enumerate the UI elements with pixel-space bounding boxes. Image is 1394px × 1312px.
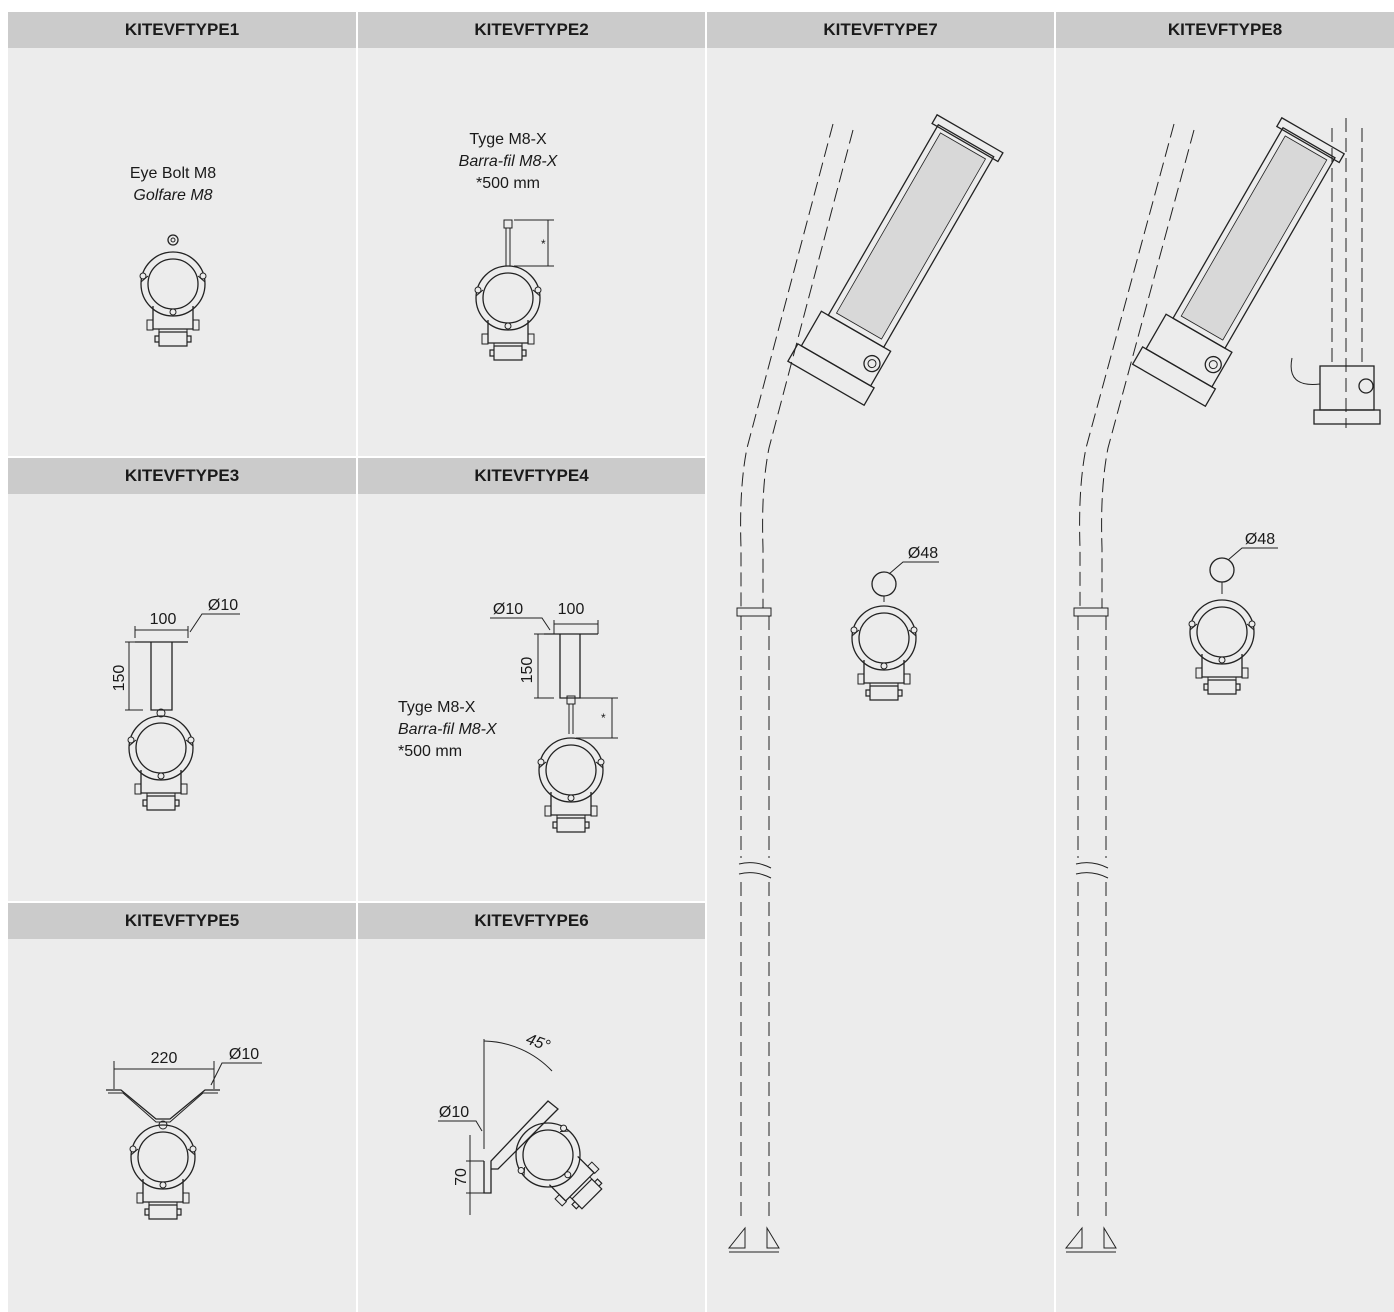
diagram-ceiling-bracket: 100 Ø10 150 <box>111 597 240 811</box>
dim-diameter: Ø48 <box>1245 531 1275 548</box>
luminaire-icon <box>850 605 918 701</box>
luminaire-icon <box>127 715 195 811</box>
panel-kitevftype1: KITEVFTYPE1 Eye Bolt M8 Golfare M8 <box>8 12 356 456</box>
dim-height: 150 <box>519 657 536 684</box>
dim-diameter: Ø10 <box>493 601 523 618</box>
panel-kitevftype6: KITEVFTYPE6 45° Ø10 70 <box>358 903 705 1312</box>
panel-title: KITEVFTYPE6 <box>358 903 705 939</box>
panel-title: KITEVFTYPE8 <box>1056 12 1394 48</box>
dim-height: 150 <box>111 665 128 692</box>
panel-kitevftype3: KITEVFTYPE3 100 Ø10 150 <box>8 458 356 901</box>
diagram-angled-bracket: 45° Ø10 70 <box>438 1031 616 1223</box>
label-barra-fil: Barra-fil M8-X <box>398 721 498 738</box>
panel-title: KITEVFTYPE4 <box>358 458 705 494</box>
panel-title: KITEVFTYPE1 <box>8 12 356 48</box>
dim-diameter: Ø10 <box>439 1104 469 1121</box>
panel-title: KITEVFTYPE7 <box>707 12 1054 48</box>
dim-width: 220 <box>151 1050 178 1067</box>
luminaire-icon <box>1188 599 1256 695</box>
diagram-threaded-rod: Tyge M8-X Barra-fil M8-X *500 mm * <box>459 131 559 361</box>
label-barra-fil: Barra-fil M8-X <box>459 153 559 170</box>
label-tyge: Tyge M8-X <box>398 699 476 716</box>
diagram-pole-mount-double: Ø48 <box>1064 116 1381 1253</box>
luminaire-icon <box>474 265 542 361</box>
label-golfare: Golfare M8 <box>133 187 212 204</box>
label-length: *500 mm <box>476 175 540 192</box>
panel-title: KITEVFTYPE5 <box>8 903 356 939</box>
diagram-eye-bolt: Eye Bolt M8 Golfare M8 <box>130 165 216 347</box>
dim-width: 100 <box>558 601 585 618</box>
panel-kitevftype7: KITEVFTYPE7 Ø48 <box>707 12 1054 1312</box>
panel-title: KITEVFTYPE2 <box>358 12 705 48</box>
panel-title: KITEVFTYPE3 <box>8 458 356 494</box>
luminaire-icon <box>139 251 207 347</box>
dim-angle: 45° <box>524 1031 553 1055</box>
dim-height: 70 <box>453 1168 470 1186</box>
dim-diameter: Ø10 <box>229 1046 259 1063</box>
dim-diameter: Ø48 <box>908 545 938 562</box>
label-eye-bolt: Eye Bolt M8 <box>130 165 216 182</box>
luminaire-icon <box>501 1108 616 1223</box>
dim-width: 100 <box>150 611 177 628</box>
panel-kitevftype2: KITEVFTYPE2 Tyge M8-X Barra-fil M8-X *50… <box>358 12 705 456</box>
diagram-v-bracket: 220 Ø10 <box>106 1046 262 1220</box>
dim-star: * <box>541 237 546 251</box>
panel-kitevftype8: KITEVFTYPE8 Ø48 <box>1056 12 1394 1312</box>
label-tyge: Tyge M8-X <box>469 131 547 148</box>
label-length: *500 mm <box>398 743 462 760</box>
luminaire-icon <box>537 737 605 833</box>
panel-kitevftype5: KITEVFTYPE5 220 Ø10 <box>8 903 356 1312</box>
diagram-pole-mount: Ø48 <box>727 113 1004 1253</box>
diagram-ceiling-bracket-rod: 100 Ø10 150 * Tyge M8-X Barra-fil M8-X *… <box>398 601 618 833</box>
panel-kitevftype4: KITEVFTYPE4 100 Ø10 150 * Tyge M8-X Barr… <box>358 458 705 901</box>
dim-star: * <box>601 711 606 725</box>
dim-diameter: Ø10 <box>208 597 238 614</box>
luminaire-icon <box>129 1124 197 1220</box>
